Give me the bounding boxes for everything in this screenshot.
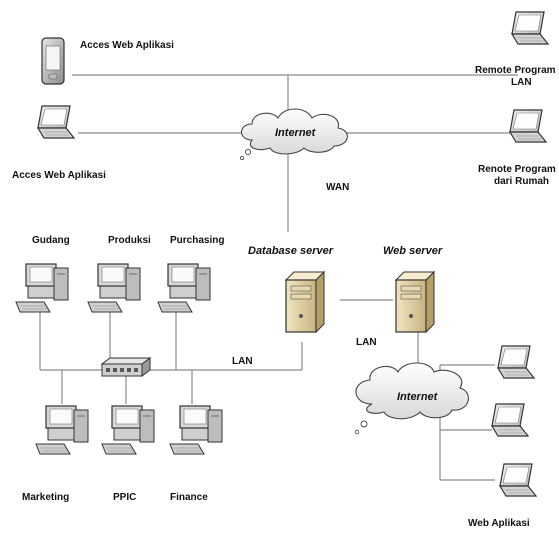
label-produksi: Produksi [108,235,151,246]
workstation-icon-produksi [87,263,141,313]
label-internet-top: Internet [275,127,317,139]
connection-lines [39,74,518,481]
label-database-server: Database server [248,245,334,257]
workstation-icon-gudang [15,263,69,313]
label-remote-lan-line1: Remote Program [475,65,556,76]
network-switch-icon [100,357,152,377]
internet-cloud-icon [239,108,348,160]
laptop-icon [511,11,549,45]
label-wan: WAN [326,182,349,193]
laptop-icon [491,403,529,437]
internet-cloud-icon [354,362,469,435]
label-access-mobile: Acces Web Aplikasi [80,40,174,51]
label-lan-left: LAN [232,356,253,367]
laptop-icon [497,345,535,379]
web-server-icon [395,271,435,333]
label-lan-mid: LAN [356,337,377,348]
label-ppic: PPIC [113,492,136,503]
database-server-icon [285,271,325,333]
label-remote-home-line1: Renote Program [478,164,556,175]
label-web-server: Web server [383,245,443,257]
label-gudang: Gudang [32,235,70,246]
workstation-icon-ppic [101,405,155,455]
workstation-icon-purchasing [157,263,211,313]
label-marketing: Marketing [22,492,69,503]
laptop-icon [509,109,547,143]
label-remote-home-line2: dari Rumah [494,176,549,187]
label-web-aplikasi: Web Aplikasi [468,518,530,529]
label-internet-bottom: Internet [397,391,439,403]
laptop-icon [499,463,537,497]
label-access-laptop: Acces Web Aplikasi [12,170,106,181]
mobile-phone-icon [41,37,65,85]
workstation-icon-finance [169,405,223,455]
label-purchasing: Purchasing [170,235,224,246]
workstation-icon-marketing [35,405,89,455]
label-remote-lan-line2: LAN [511,77,532,88]
label-finance: Finance [170,492,208,503]
laptop-icon [37,105,75,139]
